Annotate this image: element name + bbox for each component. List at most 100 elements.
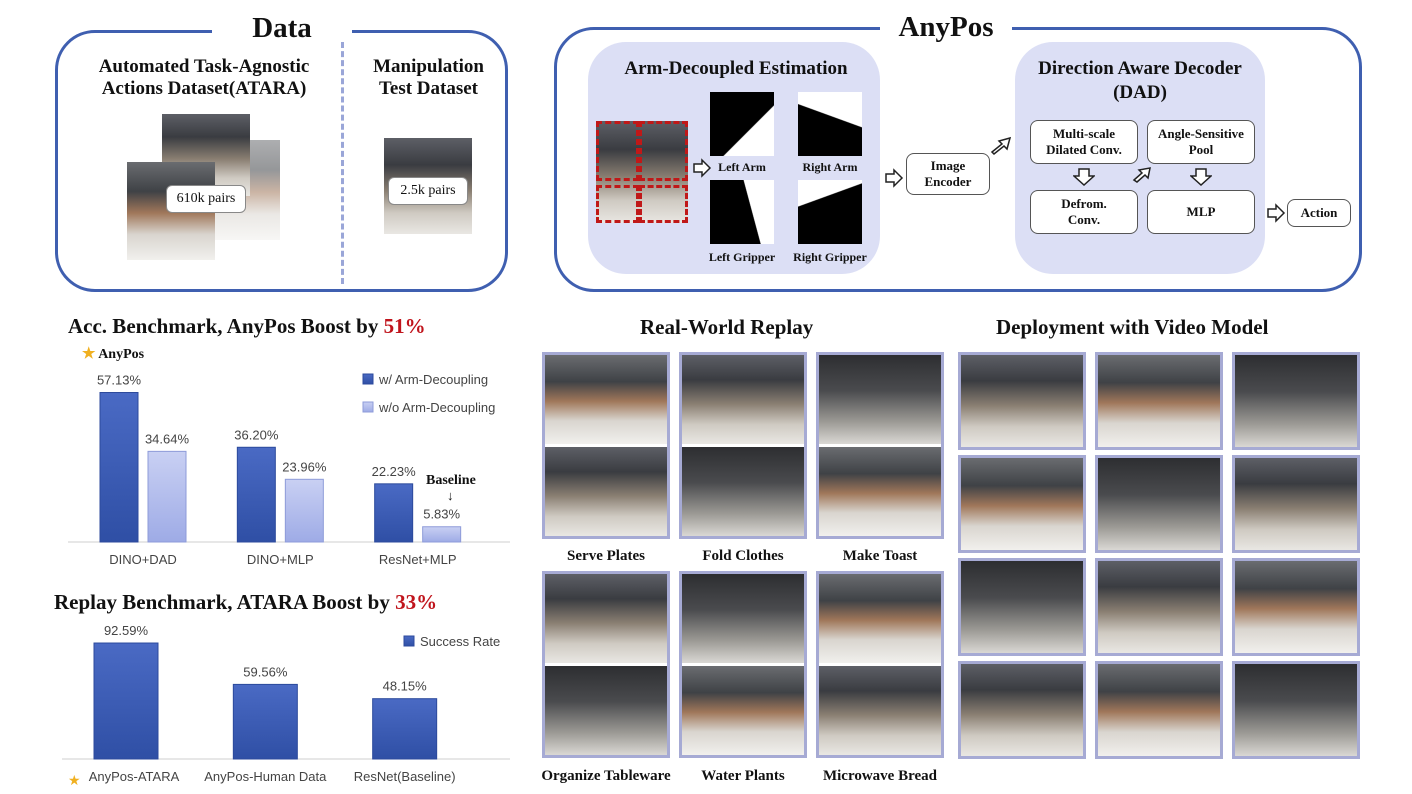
deployment-image [1098, 664, 1220, 756]
bar-acc-s1-c2 [422, 526, 462, 543]
deployment-frame [958, 352, 1086, 450]
task-image [819, 355, 941, 444]
left-arm-mask [710, 92, 774, 156]
bar-rep-s0-c2 [372, 698, 438, 760]
legend-label: Success Rate [420, 634, 500, 649]
action-box: Action [1287, 199, 1351, 227]
right-gripper-mask [798, 180, 862, 244]
angle-pool-box: Angle-Sensitive Pool [1147, 120, 1255, 164]
arm-decoupled-title: Arm-Decoupled Estimation [624, 58, 848, 79]
real-world-replay-title: Real-World Replay [640, 315, 814, 339]
angle-pool-line2: Pool [1188, 142, 1214, 157]
left-gripper-mask [710, 180, 774, 244]
legend-label: w/o Arm-Decoupling [378, 400, 495, 415]
dad-title-line1: Direction Aware Decoder [1038, 58, 1242, 79]
arrow-right-icon [693, 158, 712, 178]
category-label: AnyPos-ATARA [89, 769, 180, 784]
category-label: DINO+MLP [247, 552, 314, 567]
deployment-frame [958, 558, 1086, 656]
arrow-down-icon [1073, 168, 1095, 186]
deployment-image [961, 561, 1083, 653]
bar-rep-s0-c0 [93, 642, 159, 760]
bar-acc-s1-c0 [147, 450, 187, 543]
task-image [682, 666, 804, 755]
data-label: 57.13% [97, 373, 142, 388]
crop-left-gripper [596, 185, 639, 223]
anypos-tag-label: AnyPos [98, 347, 145, 362]
legend-swatch [403, 635, 415, 647]
crop-left-arm [596, 121, 639, 181]
data-label: 48.15% [383, 679, 428, 694]
task-image-frame [542, 352, 670, 539]
input-image [596, 121, 688, 223]
deployment-image [1235, 355, 1357, 447]
deployment-frame [958, 661, 1086, 759]
data-label: 92.59% [104, 623, 149, 638]
acc-title-prefix: Acc. Benchmark, AnyPos Boost by [68, 314, 384, 338]
bar-rep-s0-c1 [232, 683, 298, 760]
data-label: 23.96% [282, 459, 327, 474]
task-caption: Make Toast [842, 548, 918, 564]
action-label: Action [1300, 205, 1338, 220]
task-image [545, 447, 667, 536]
dataset-divider [341, 42, 344, 284]
mlp-box: MLP [1147, 190, 1255, 234]
task-image [682, 447, 804, 536]
baseline-tag: Baseline [426, 473, 476, 489]
deployment-frame [1232, 455, 1360, 553]
task-image-frame [679, 571, 807, 758]
acc-benchmark-title: Acc. Benchmark, AnyPos Boost by 51% [68, 314, 426, 339]
data-label: 59.56% [243, 664, 288, 679]
atara-title-line1: Automated Task-Agnostic [98, 56, 310, 77]
multiscale-box: Multi-scale Dilated Conv. [1030, 120, 1138, 164]
test-title-line2: Test Dataset [378, 78, 479, 99]
bar-acc-s0-c2 [374, 483, 414, 543]
test-title-line1: Manipulation [373, 56, 484, 77]
arrow-right-icon [885, 168, 904, 188]
category-label: AnyPos-Human Data [204, 769, 327, 784]
mlp-label: MLP [1186, 204, 1216, 219]
replay-benchmark-chart: 92.59% AnyPos-ATARA 59.56% AnyPos-Human Dat… [62, 623, 510, 788]
deployment-title: Deployment with Video Model [996, 315, 1269, 339]
task-caption: Water Plants [701, 768, 785, 784]
task-caption: Organize Tableware [541, 768, 671, 784]
angle-pool-line1: Angle-Sensitive [1158, 126, 1244, 141]
deployment-image [961, 458, 1083, 550]
task-image [819, 447, 941, 536]
data-panel-title: Data [212, 11, 352, 45]
acc-title-highlight: 51% [383, 314, 426, 338]
right-arm-label: Right Arm [802, 160, 858, 174]
category-label: ResNet+MLP [379, 552, 457, 567]
star-icon: ★ [68, 772, 81, 788]
category-label: DINO+DAD [109, 552, 177, 567]
deployment-frame [1232, 352, 1360, 450]
left-gripper-label: Left Gripper [708, 250, 776, 264]
test-pairs-badge: 2.5k pairs [388, 177, 468, 205]
deployment-frame [1095, 661, 1223, 759]
left-arm-label: Left Arm [718, 160, 766, 174]
replay-benchmark-title: Replay Benchmark, ATARA Boost by 33% [54, 590, 437, 615]
deployment-image [1235, 561, 1357, 653]
deployment-frame [958, 455, 1086, 553]
image-encoder-line2: Encoder [924, 174, 972, 189]
multiscale-line1: Multi-scale [1052, 126, 1116, 141]
arrow-up-right-icon [990, 136, 1012, 156]
arrow-down-icon [1190, 168, 1212, 186]
legend-swatch [362, 373, 374, 385]
deployment-image [961, 355, 1083, 447]
atara-pairs-badge: 610k pairs [166, 185, 246, 213]
crop-right-arm [639, 121, 688, 181]
deform-line1: Defrom. [1061, 196, 1107, 211]
replay-title-highlight: 33% [395, 590, 438, 614]
star-icon: ★ [82, 346, 96, 362]
deployment-image [1098, 458, 1220, 550]
data-label: 36.20% [234, 427, 279, 442]
task-caption: Serve Plates [567, 548, 645, 564]
data-label: 22.23% [372, 464, 417, 479]
deployment-image [1098, 355, 1220, 447]
task-image [819, 574, 941, 663]
task-image [545, 574, 667, 663]
image-encoder-box: Image Encoder [906, 153, 990, 195]
deform-conv-box: Defrom. Conv. [1030, 190, 1138, 234]
task-image-frame [679, 352, 807, 539]
